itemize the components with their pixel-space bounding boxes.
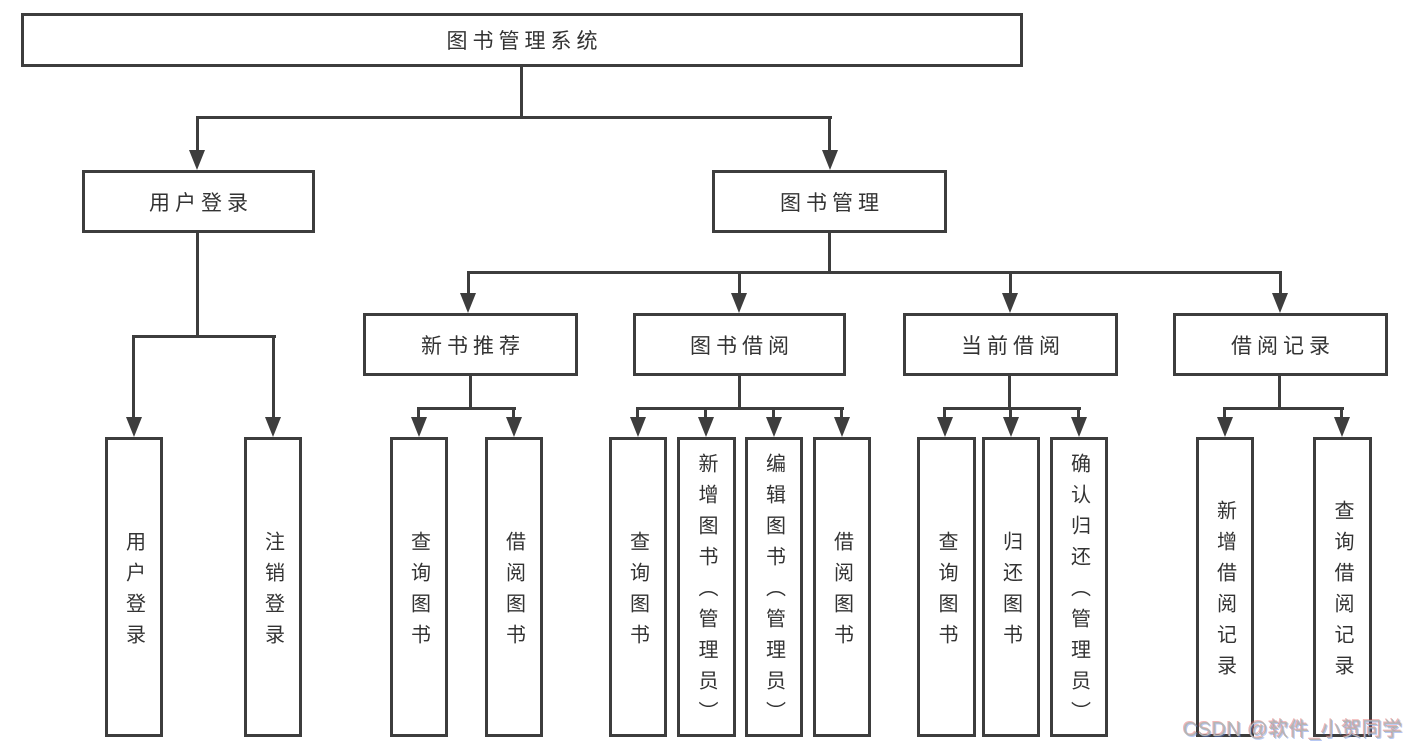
arrow-down-icon xyxy=(1071,417,1087,437)
leaf-return-books: 归还图书 xyxy=(982,437,1040,737)
leaf-query-books-recommend: 查询图书 xyxy=(390,437,448,737)
connector-line xyxy=(1278,375,1281,409)
connector-line xyxy=(467,273,470,295)
leaf-query-borrow-record: 查询借阅记录 xyxy=(1313,437,1372,737)
node-borrowing-records: 借阅记录 xyxy=(1173,313,1388,376)
arrow-down-icon xyxy=(766,417,782,437)
arrow-down-icon xyxy=(1003,417,1019,437)
leaf-logout-label: 注销登录 xyxy=(261,530,284,655)
leaf-query-borrow-record-label: 查询借阅记录 xyxy=(1331,499,1353,686)
leaf-user-login-label: 用户登录 xyxy=(122,530,145,655)
node-new-book-recommend-label: 新书推荐 xyxy=(421,334,525,358)
arrow-down-icon xyxy=(411,417,427,437)
leaf-query-books-borrowing-label: 查询图书 xyxy=(626,530,649,655)
watermark: CSDN @软件_小贺同学 xyxy=(1183,719,1404,741)
arrow-down-icon xyxy=(1217,417,1233,437)
connector-line xyxy=(196,118,199,152)
connector-line xyxy=(132,337,135,421)
arrow-down-icon xyxy=(822,150,838,170)
leaf-query-books-recommend-label: 查询图书 xyxy=(407,530,430,655)
connector-line xyxy=(520,66,523,118)
node-new-book-recommend: 新书推荐 xyxy=(363,313,578,376)
arrow-down-icon xyxy=(189,150,205,170)
connector-line xyxy=(738,273,741,295)
connector-line xyxy=(943,409,946,421)
connector-line xyxy=(738,375,741,409)
node-book-borrowing: 图书借阅 xyxy=(633,313,846,376)
leaf-return-books-label: 归还图书 xyxy=(999,530,1022,655)
connector-line xyxy=(196,233,199,337)
arrow-down-icon xyxy=(1002,293,1018,313)
arrow-down-icon xyxy=(265,417,281,437)
connector-line xyxy=(1077,409,1080,421)
node-user-login: 用户登录 xyxy=(82,170,315,233)
node-user-login-label: 用户登录 xyxy=(149,191,253,215)
connector-line xyxy=(772,409,775,421)
connector-line xyxy=(636,409,639,421)
connector-line xyxy=(1340,409,1343,421)
connector-line xyxy=(840,409,843,421)
root-node: 图书管理系统 xyxy=(21,13,1023,67)
connector-line xyxy=(196,116,832,119)
connector-line xyxy=(1008,375,1011,409)
root-node-label: 图书管理系统 xyxy=(446,30,603,53)
connector-line xyxy=(704,409,707,421)
connector-line xyxy=(467,271,1282,274)
node-current-borrowing: 当前借阅 xyxy=(903,313,1118,376)
arrow-down-icon xyxy=(1272,293,1288,313)
leaf-confirm-return-admin: 确认归还（管理员） xyxy=(1050,437,1108,737)
connector-line xyxy=(469,375,472,409)
leaf-borrow-books-label: 借阅图书 xyxy=(830,530,853,655)
leaf-borrow-books: 借阅图书 xyxy=(813,437,871,737)
node-borrowing-records-label: 借阅记录 xyxy=(1231,334,1335,358)
leaf-add-books-admin: 新增图书（管理员） xyxy=(677,437,736,737)
node-current-borrowing-label: 当前借阅 xyxy=(961,334,1065,358)
leaf-query-books-current-label: 查询图书 xyxy=(935,530,957,655)
leaf-edit-books-admin-label: 编辑图书（管理员） xyxy=(762,453,785,732)
connector-line xyxy=(417,407,516,410)
node-book-borrowing-label: 图书借阅 xyxy=(690,334,794,358)
arrow-down-icon xyxy=(731,293,747,313)
leaf-borrow-books-recommend-label: 借阅图书 xyxy=(502,530,525,655)
arrow-down-icon xyxy=(937,417,953,437)
connector-line xyxy=(828,118,831,152)
connector-line xyxy=(1223,409,1226,421)
arrow-down-icon xyxy=(506,417,522,437)
leaf-add-books-admin-label: 新增图书（管理员） xyxy=(695,453,717,732)
leaf-logout: 注销登录 xyxy=(244,437,302,737)
connector-line xyxy=(943,407,1081,410)
connector-line xyxy=(512,409,515,421)
node-book-management-label: 图书管理 xyxy=(780,191,884,215)
connector-line xyxy=(417,409,420,421)
arrow-down-icon xyxy=(126,417,142,437)
connector-line xyxy=(1009,273,1012,295)
leaf-add-borrow-record: 新增借阅记录 xyxy=(1196,437,1254,737)
connector-line xyxy=(1223,407,1344,410)
arrow-down-icon xyxy=(460,293,476,313)
connector-line xyxy=(1279,273,1282,295)
node-book-management: 图书管理 xyxy=(712,170,947,233)
leaf-user-login: 用户登录 xyxy=(105,437,163,737)
arrow-down-icon xyxy=(834,417,850,437)
connector-line xyxy=(272,337,275,421)
leaf-borrow-books-recommend: 借阅图书 xyxy=(485,437,543,737)
connector-line xyxy=(636,407,844,410)
leaf-query-books-borrowing: 查询图书 xyxy=(609,437,667,737)
leaf-edit-books-admin: 编辑图书（管理员） xyxy=(745,437,803,737)
connector-line xyxy=(132,335,276,338)
leaf-query-books-current: 查询图书 xyxy=(917,437,976,737)
connector-line xyxy=(828,233,831,273)
leaf-add-borrow-record-label: 新增借阅记录 xyxy=(1213,499,1236,686)
connector-line xyxy=(1009,409,1012,421)
arrow-down-icon xyxy=(698,417,714,437)
leaf-confirm-return-admin-label: 确认归还（管理员） xyxy=(1067,453,1090,732)
arrow-down-icon xyxy=(630,417,646,437)
arrow-down-icon xyxy=(1334,417,1350,437)
